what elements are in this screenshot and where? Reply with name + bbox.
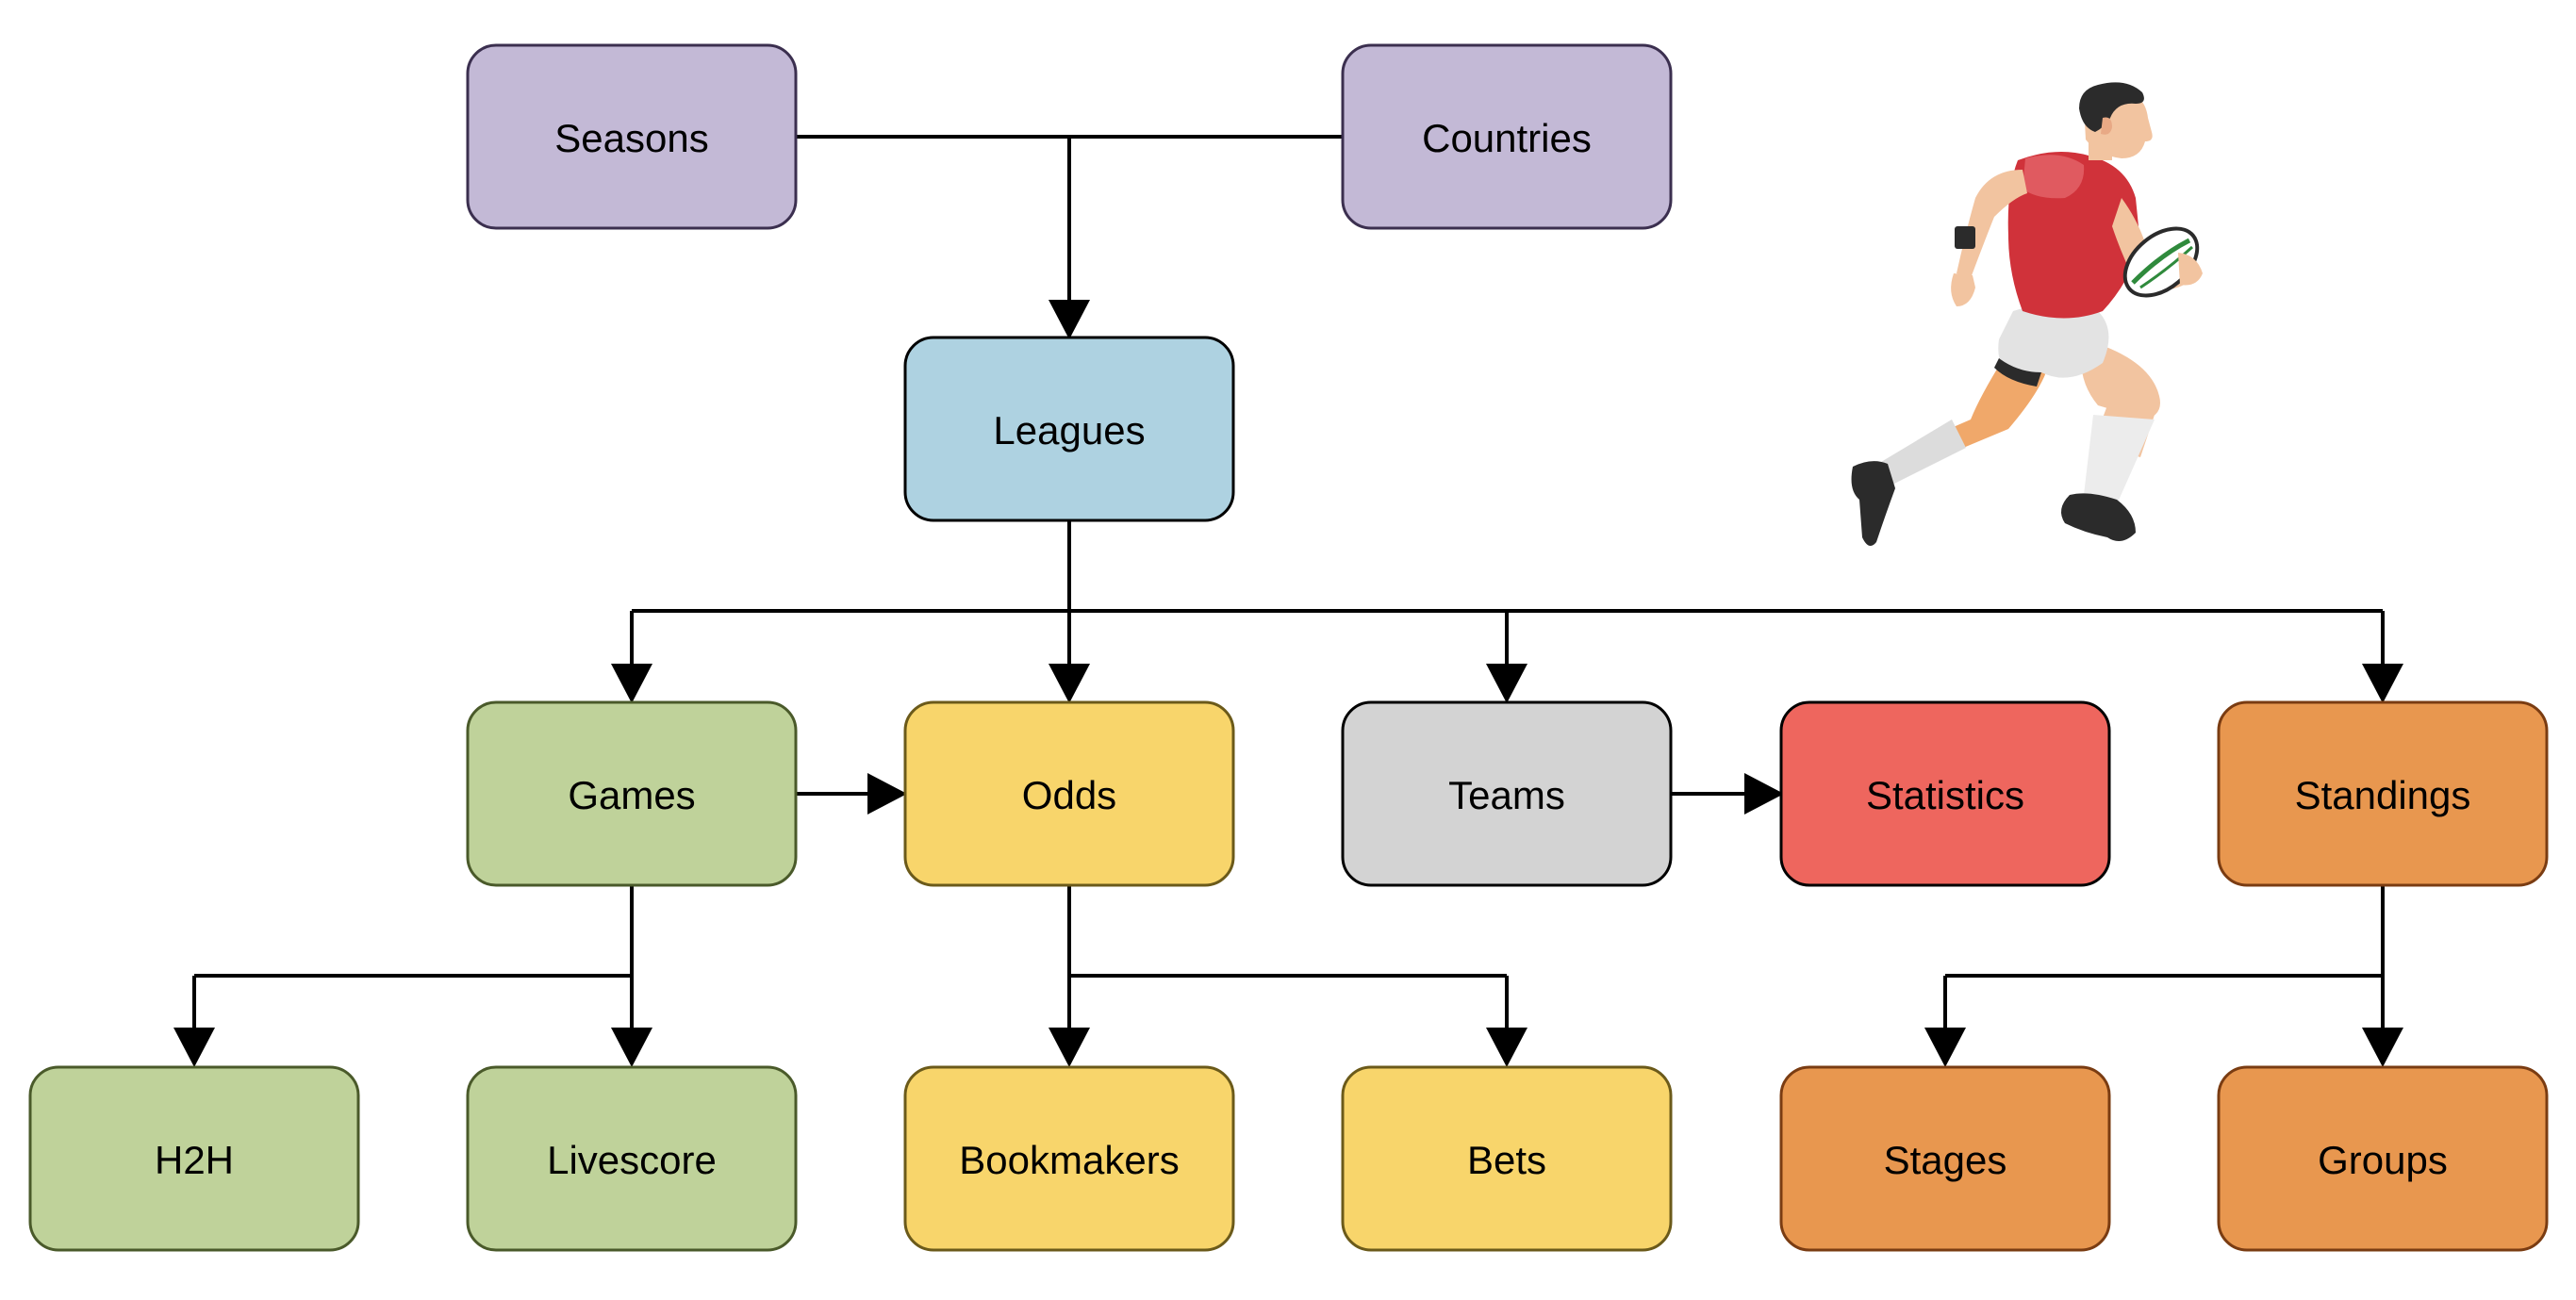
node-groups: Groups [2217,1065,2549,1252]
arrowhead [2362,1028,2403,1067]
node-statistics: Statistics [1779,700,2111,887]
back-sock [1881,420,1966,485]
node-label: Groups [2318,1138,2448,1182]
front-sock [2084,415,2155,504]
node-label: Bookmakers [959,1138,1179,1182]
node-box [466,43,798,230]
arrowhead [1744,773,1784,815]
node-label: Teams [1448,773,1565,817]
node-bookmakers: Bookmakers [903,1065,1235,1252]
arrowhead [1924,1028,1966,1067]
node-box [903,336,1235,522]
node-label: Bets [1467,1138,1546,1182]
arrowhead [1049,1028,1090,1067]
arrowhead [2362,664,2403,703]
node-seasons: Seasons [466,43,798,230]
node-box [903,1065,1235,1252]
node-odds: Odds [903,700,1235,887]
node-label: Stages [1884,1138,2007,1182]
arrowhead [173,1028,215,1067]
node-box [2217,1065,2549,1252]
node-label: Games [568,773,695,817]
node-box [2217,700,2549,887]
node-box [466,700,798,887]
rugby-ball-icon [2122,226,2200,298]
arrowhead [1486,1028,1527,1067]
node-stages: Stages [1779,1065,2111,1252]
jersey-shoulder [2023,155,2085,199]
node-h2h: H2H [28,1065,360,1252]
front-shoe [2061,493,2136,541]
node-box [466,1065,798,1252]
node-bets: Bets [1341,1065,1673,1252]
node-box [1341,700,1673,887]
back-shoe [1851,461,1895,546]
hair [2079,82,2144,132]
node-label: Statistics [1866,773,2024,817]
rugby-player-icon [1851,82,2203,546]
arrowhead [867,773,907,815]
node-countries: Countries [1341,43,1673,230]
node-box [903,700,1235,887]
shorts-band [1994,358,2041,387]
shorts [1998,304,2109,382]
node-box [28,1065,360,1252]
arrowhead [1049,664,1090,703]
wristband [1955,226,1975,249]
node-livescore: Livescore [466,1065,798,1252]
arrowhead [611,664,652,703]
node-label: Standings [2295,773,2471,817]
arrowhead [1486,664,1527,703]
node-leagues: Leagues [903,336,1235,522]
connectors [173,135,2403,1067]
node-label: Countries [1422,116,1592,160]
node-label: Seasons [554,116,708,160]
arrowhead [1049,300,1090,339]
arrowhead [611,1028,652,1067]
node-box [1341,1065,1673,1252]
front-hand [2178,253,2203,286]
node-box [1779,1065,2111,1252]
node-label: Livescore [547,1138,717,1182]
ear [2101,117,2112,135]
node-label: H2H [155,1138,234,1182]
node-label: Odds [1022,773,1116,817]
back-arm [1957,170,2027,278]
node-standings: Standings [2217,700,2549,887]
node-games: Games [466,700,798,887]
node-box [1341,43,1673,230]
node-teams: Teams [1341,700,1673,887]
node-box [1779,700,2111,887]
back-hand [1951,273,1975,306]
node-label: Leagues [993,408,1145,453]
